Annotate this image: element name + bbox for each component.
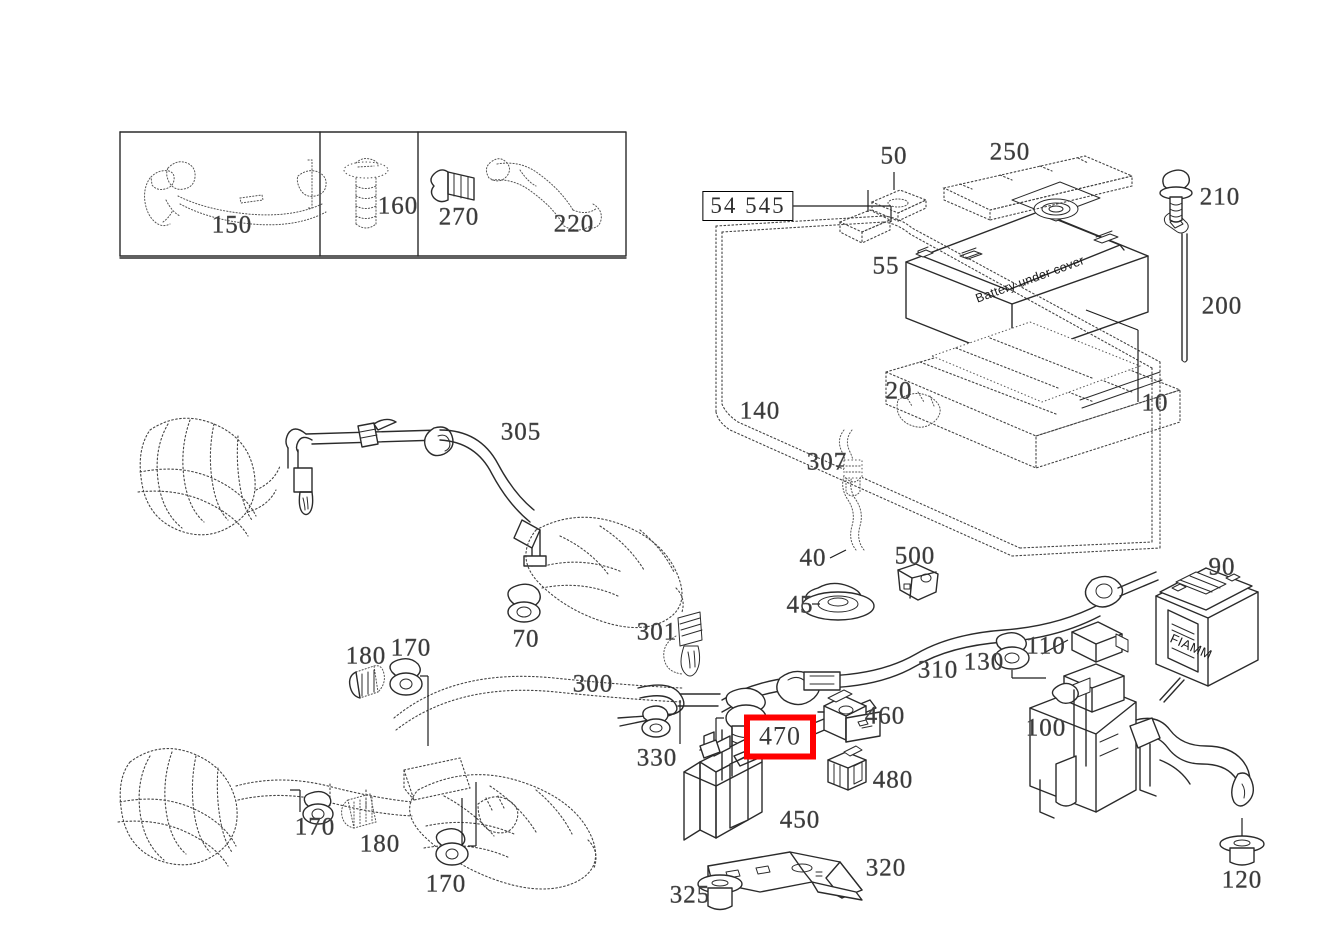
inset-part-160 <box>343 158 389 229</box>
inset-panel-frame <box>119 131 627 259</box>
callout-100[interactable]: 100 <box>1025 714 1067 742</box>
engine-silhouette-upper <box>137 417 281 537</box>
reference-number-box: 54 545 <box>702 191 794 221</box>
callout-480[interactable]: 480 <box>872 766 914 794</box>
part-250-rail <box>942 155 1134 221</box>
part-170-lower-a <box>290 789 334 825</box>
callout-305[interactable]: 305 <box>500 418 542 446</box>
callout-307[interactable]: 307 <box>806 448 848 476</box>
callout-170[interactable]: 170 <box>425 870 467 898</box>
part-90-battery <box>1155 567 1259 703</box>
engine-silhouette-lower <box>117 748 238 867</box>
callout-460[interactable]: 460 <box>864 702 906 730</box>
callout-210[interactable]: 210 <box>1199 183 1241 211</box>
callout-40[interactable]: 40 <box>799 544 827 572</box>
callout-20[interactable]: 20 <box>885 377 913 405</box>
inset-part-220 <box>485 158 602 231</box>
lower-left-misc <box>461 795 519 846</box>
part-170-lower-b <box>435 782 477 866</box>
part-325-plug <box>697 874 743 911</box>
callout-170[interactable]: 170 <box>390 634 432 662</box>
callout-120[interactable]: 120 <box>1221 866 1263 894</box>
callout-200[interactable]: 200 <box>1201 292 1243 320</box>
highlighted-callout-470[interactable]: 470 <box>744 714 816 760</box>
callout-325[interactable]: 325 <box>669 881 711 909</box>
part-210-bolt <box>1159 169 1193 223</box>
callout-50[interactable]: 50 <box>880 142 908 170</box>
right-bracket <box>1129 717 1255 807</box>
part-20-connector <box>896 391 941 428</box>
callout-310[interactable]: 310 <box>917 656 959 684</box>
callout-140[interactable]: 140 <box>739 397 781 425</box>
part-55-clamp <box>838 209 892 244</box>
part-140-frame <box>715 215 1161 557</box>
callout-270[interactable]: 270 <box>438 203 480 231</box>
callout-45[interactable]: 45 <box>786 591 814 619</box>
part-170-upper <box>389 657 429 746</box>
part-100-fusebox <box>1029 663 1137 819</box>
part-200-rod <box>1163 211 1189 363</box>
part-10-tray <box>884 309 1182 469</box>
part-120-plug <box>1219 818 1265 866</box>
callout-110[interactable]: 110 <box>1026 632 1066 660</box>
part-300-cable <box>393 675 721 731</box>
part-110-relay <box>1041 621 1129 663</box>
part-460-terminal <box>817 689 881 743</box>
engine-body-upper <box>525 516 684 629</box>
part-130-nut <box>994 631 1046 679</box>
callout-55[interactable]: 55 <box>872 252 900 280</box>
battery-lid-top <box>1011 181 1101 220</box>
inset-part-270 <box>430 169 475 203</box>
part-45-grommet <box>801 582 875 621</box>
callout-90[interactable]: 90 <box>1208 553 1236 581</box>
callout-160[interactable]: 160 <box>377 192 419 220</box>
part-310-main-cable <box>721 571 1159 713</box>
callout-250[interactable]: 250 <box>989 138 1031 166</box>
callout-150[interactable]: 150 <box>211 211 253 239</box>
part-40-stub <box>843 459 863 497</box>
part-70-grommet <box>507 583 541 623</box>
callout-320[interactable]: 320 <box>865 854 907 882</box>
callout-180[interactable]: 180 <box>359 830 401 858</box>
part-450-tray <box>683 699 877 841</box>
part-305-cable <box>285 418 547 567</box>
part-50-plate <box>867 172 928 222</box>
callout-170[interactable]: 170 <box>294 813 336 841</box>
engine-body-lower <box>235 757 597 890</box>
callout-300[interactable]: 300 <box>572 670 614 698</box>
callout-10[interactable]: 10 <box>1141 389 1169 417</box>
battery-under-cover <box>905 211 1149 361</box>
part-180-upper <box>348 665 385 699</box>
callout-180[interactable]: 180 <box>345 642 387 670</box>
callout-450[interactable]: 450 <box>779 806 821 834</box>
callout-500[interactable]: 500 <box>894 542 936 570</box>
part-301-connector <box>663 611 703 677</box>
callout-330[interactable]: 330 <box>636 744 678 772</box>
part-330-nut <box>641 700 681 744</box>
part-500-bracket <box>897 563 939 601</box>
part-480-terminal <box>827 745 867 791</box>
inset-part-150 <box>144 159 327 227</box>
callout-220[interactable]: 220 <box>553 210 595 238</box>
callout-70[interactable]: 70 <box>512 625 540 653</box>
reference-leader <box>789 205 892 222</box>
part-180-lower <box>341 793 377 829</box>
callout-301[interactable]: 301 <box>636 618 678 646</box>
callout-130[interactable]: 130 <box>963 648 1005 676</box>
